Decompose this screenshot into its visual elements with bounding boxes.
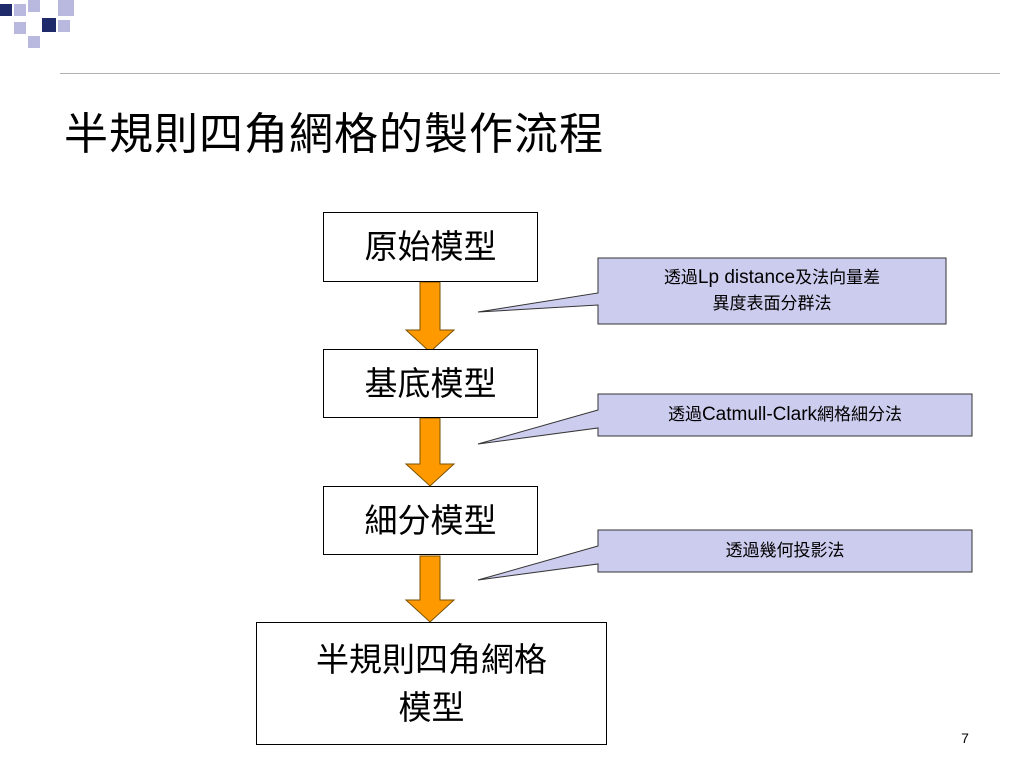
deco-square <box>14 4 26 16</box>
flow-step-label: 基底模型 <box>364 363 497 403</box>
down-arrow-icon <box>404 281 456 353</box>
flow-step-original-model: 原始模型 <box>323 212 538 282</box>
callout-line: 透過Catmull-Clark網格細分法 <box>668 402 902 428</box>
callout-catmull-clark: 透過Catmull-Clark網格細分法 <box>598 394 972 436</box>
flow-step-semi-regular-quad-mesh: 半規則四角網格 模型 <box>256 622 607 745</box>
callout-line: 透過Lp distance及法向量差 <box>664 265 880 291</box>
deco-square <box>14 22 26 34</box>
callout-geometric-projection: 透過幾何投影法 <box>598 530 972 572</box>
callout-lp-distance: 透過Lp distance及法向量差 異度表面分群法 <box>598 258 946 324</box>
callout-prefix: 透過 <box>667 405 702 425</box>
flow-step-base-model: 基底模型 <box>323 349 538 418</box>
corner-decoration <box>0 0 74 48</box>
callout-shape <box>477 529 973 581</box>
flow-step-label: 細分模型 <box>364 500 497 540</box>
deco-square <box>28 0 40 12</box>
deco-square <box>42 18 56 32</box>
callout-line: 異度表面分群法 <box>712 294 832 314</box>
deco-square <box>0 4 12 16</box>
flow-step-label-line1: 半規則四角網格 <box>316 639 547 679</box>
slide-title: 半規則四角網格的製作流程 <box>64 109 604 160</box>
callout-shape <box>477 257 947 325</box>
callout-term: Catmull-Clark <box>701 404 818 425</box>
deco-square <box>58 20 70 32</box>
flow-step-label: 原始模型 <box>364 227 497 266</box>
page-number: 7 <box>961 730 969 746</box>
deco-square <box>58 0 74 16</box>
title-divider <box>60 73 1000 74</box>
flow-step-subdivision-model: 細分模型 <box>323 486 538 555</box>
callout-shape <box>477 393 973 445</box>
callout-line: 透過幾何投影法 <box>725 541 845 561</box>
callout-term: Lp distance <box>697 267 796 288</box>
callout-suffix: 網格細分法 <box>817 405 903 425</box>
callout-prefix: 透過 <box>663 268 698 288</box>
down-arrow-icon <box>404 555 456 623</box>
deco-square <box>28 36 40 48</box>
callout-suffix: 及法向量差 <box>795 268 881 288</box>
flow-step-label-line2: 模型 <box>398 687 465 727</box>
down-arrow-icon <box>404 417 456 487</box>
